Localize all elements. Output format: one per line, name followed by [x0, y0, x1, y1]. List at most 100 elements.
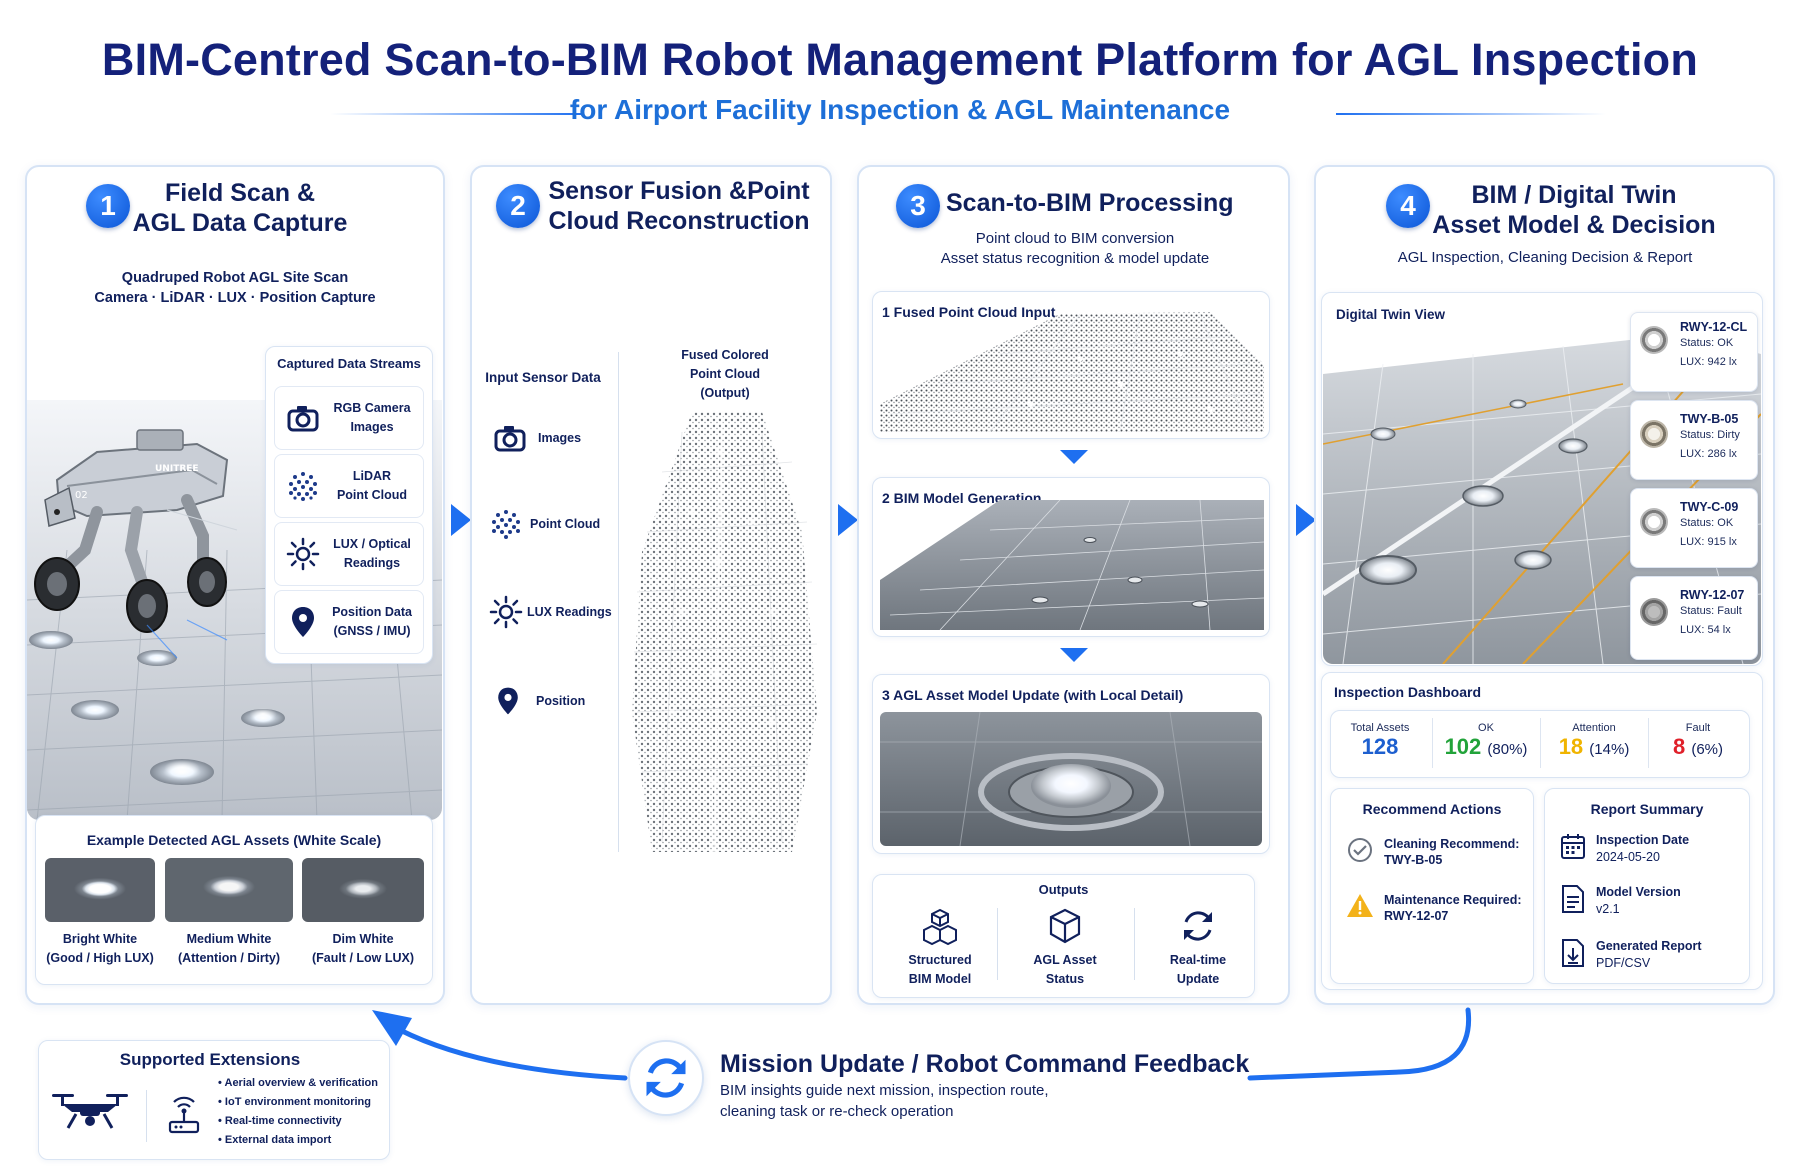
action-label: Cleaning Recommend: TWY-B-05 — [1384, 836, 1519, 868]
action-line1: Cleaning Recommend: — [1384, 837, 1520, 851]
supported-extensions-card — [38, 1040, 390, 1160]
example-label-line2: (Fault / Low LUX) — [311, 951, 415, 965]
stream-position: Position Data(GNSS / IMU) — [274, 590, 424, 654]
robot-brand-text: UNITREE — [155, 464, 199, 474]
attention-count: 18 — [1558, 734, 1584, 759]
input-images: Images — [492, 420, 622, 456]
outputs-title: Outputs — [1038, 882, 1089, 897]
step3-description: Point cloud to BIM conversion Asset stat… — [880, 229, 1270, 269]
asset-info: RWY-12-CL Status: OK LUX: 942 lx — [1680, 320, 1747, 372]
calendar-icon — [1561, 834, 1585, 859]
report-label: Model Version v2.1 — [1596, 884, 1681, 918]
asset-info: RWY-12-07 Status: Fault LUX: 54 lx — [1680, 588, 1744, 640]
page-subtitle: for Airport Facility Inspection & AGL Ma… — [569, 94, 1231, 125]
step1-title-line1: Field Scan & — [164, 179, 316, 207]
examples-title: Example Detected AGL Assets (White Scale… — [86, 832, 382, 848]
drone-icon — [48, 1088, 132, 1139]
action-line2: TWY-B-05 — [1384, 853, 1443, 867]
stat-value: 8 (6%) — [1650, 734, 1746, 760]
stat-label: Total Assets — [1350, 722, 1410, 734]
asset-lux: LUX: 286 lx — [1680, 448, 1737, 460]
robot-id-text: 02 — [75, 490, 88, 501]
stream-label-line2: Images — [350, 420, 394, 434]
extension-item: • IoT environment monitoring — [218, 1096, 371, 1108]
streams-title: Captured Data Streams — [277, 356, 421, 371]
agl-lamp-icon — [1640, 420, 1668, 448]
stage2-image — [880, 500, 1264, 630]
output-label-line2: Status — [1045, 972, 1085, 986]
feedback-desc-line2: cleaning task or re-check operation — [720, 1103, 954, 1120]
warning-icon — [1347, 894, 1373, 917]
example-label-line1: Dim White — [332, 932, 394, 946]
extension-text: IoT environment monitoring — [224, 1096, 371, 1108]
asset-status: Status: OK — [1680, 517, 1734, 529]
stage3-image — [880, 712, 1262, 846]
stage-down-arrow — [1060, 648, 1088, 662]
input-lux: LUX Readings — [488, 594, 622, 630]
stream-label-line2: (GNSS / IMU) — [333, 624, 411, 638]
report-line2: v2.1 — [1596, 902, 1620, 916]
agl-lamp-icon — [1640, 326, 1668, 354]
subtitle-divider-left — [330, 113, 582, 115]
feedback-desc-line1: BIM insights guide next mission, inspect… — [720, 1082, 1049, 1099]
input-divider — [618, 352, 619, 852]
output-label-line1: AGL Asset — [1033, 953, 1097, 967]
step-number-badge: 4 — [1386, 184, 1430, 228]
camera-icon — [287, 406, 319, 432]
stat-divider — [1540, 718, 1541, 768]
feedback-description: BIM insights guide next mission, inspect… — [720, 1080, 1049, 1122]
action-line1: Maintenance Required: — [1384, 893, 1522, 907]
ok-count: 102 — [1444, 734, 1482, 759]
sun-icon — [489, 595, 523, 629]
iot-svg — [168, 1096, 200, 1134]
extensions-divider — [146, 1090, 147, 1142]
output-label-line2: BIM Model — [908, 972, 972, 986]
stat-label: Fault — [1685, 722, 1711, 734]
stat-attention: Attention 18 (14%) — [1542, 722, 1646, 760]
input-sensor-title: Input Sensor Data — [485, 370, 601, 385]
input-label: Images — [538, 430, 582, 445]
step-number-badge: 2 — [496, 184, 540, 228]
action-label: Maintenance Required:RWY-12-07 — [1384, 892, 1522, 924]
step4-title-line1: BIM / Digital Twin — [1471, 181, 1677, 209]
stat-fault: Fault 8 (6%) — [1650, 722, 1746, 760]
input-label: Position — [536, 693, 586, 708]
stage2-bim-svg — [880, 500, 1264, 630]
step3-title: Scan-to-BIM Processing — [946, 189, 1234, 217]
report-line1: Model Version — [1596, 885, 1681, 899]
action-maintenance[interactable]: Maintenance Required:RWY-12-07 — [1346, 892, 1522, 924]
extension-item: • External data import — [218, 1134, 332, 1146]
report-line1: Generated Report — [1596, 939, 1702, 953]
asset-name: TWY-B-05 — [1680, 412, 1739, 426]
input-label: Point Cloud — [530, 516, 601, 531]
stat-value: 128 — [1361, 734, 1399, 759]
step4-description: AGL Inspection, Cleaning Decision & Repo… — [1397, 249, 1693, 266]
extension-text: Real-time connectivity — [224, 1115, 342, 1127]
report-line1: Inspection Date — [1596, 833, 1690, 847]
example-bright-image — [45, 858, 155, 922]
attention-percent: (14%) — [1589, 741, 1630, 758]
outputs-divider — [1134, 908, 1135, 980]
example-label-line1: Medium White — [186, 932, 272, 946]
asset-info: TWY-C-09 Status: OK LUX: 915 lx — [1680, 500, 1738, 552]
cube-icon — [1049, 908, 1081, 944]
action-cleaning[interactable]: Cleaning Recommend: TWY-B-05 — [1346, 836, 1519, 868]
example-label: Medium White(Attention / Dirty) — [165, 930, 293, 968]
subtitle-divider-right — [1336, 113, 1606, 115]
stage3-label: 3 AGL Asset Model Update (with Local Det… — [882, 687, 1184, 703]
fused-output-label: Fused Colored Point Cloud (Output) — [650, 346, 800, 403]
check-circle-icon — [1348, 838, 1372, 862]
stream-label: Position Data(GNSS / IMU) — [321, 603, 423, 641]
report-title: Report Summary — [1590, 801, 1704, 817]
stat-label: Attention — [1572, 722, 1616, 734]
dashboard-title: Inspection Dashboard — [1334, 684, 1482, 700]
stage3-lamp-svg — [880, 712, 1262, 846]
